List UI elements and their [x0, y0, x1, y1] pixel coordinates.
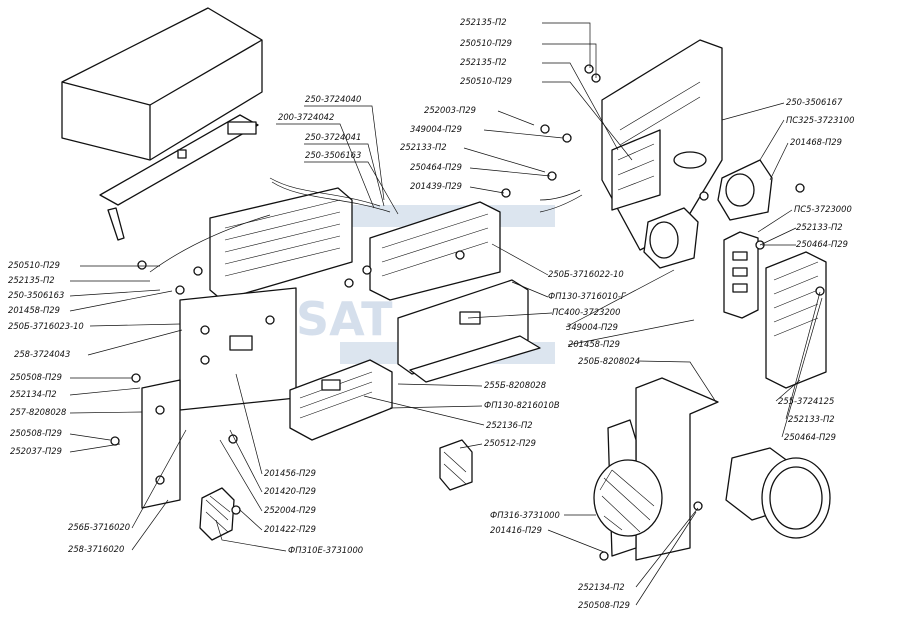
part-label: 258-3716020	[68, 544, 124, 554]
part-label: 256Б-3716020	[68, 522, 130, 532]
part-label: 250510-П29	[460, 76, 512, 86]
part-label: 201416-П29	[490, 525, 542, 535]
labels-right: 252135-П2 250510-П29 252135-П2 250510-П2…	[460, 17, 854, 610]
part-label: 250-3724040	[305, 94, 361, 104]
labels-left: 250-3724040 200-3724042 250-3724041 250-…	[8, 94, 361, 456]
part-label: 201422-П29	[264, 524, 316, 534]
fog-lamp	[725, 447, 831, 539]
part-label: 200-3724042	[278, 112, 334, 122]
part-label: 250508-П29	[10, 428, 62, 438]
left-vertical-plate	[141, 379, 181, 509]
part-label: 250464-П29	[410, 162, 462, 172]
part-label: 252134-П2	[10, 389, 57, 399]
watermark-text: SAT	[296, 292, 393, 346]
part-label: 349004-П29	[566, 322, 618, 332]
part-label: 201468-П29	[790, 137, 842, 147]
center-lamp-housing	[397, 279, 541, 383]
battery-box	[61, 7, 263, 241]
part-label: 255-3724125	[778, 396, 834, 406]
part-label: 201458-П29	[568, 339, 620, 349]
left-reflector	[199, 487, 235, 541]
part-label: 252133-П2	[788, 414, 835, 424]
part-label: 250508-П29	[10, 372, 62, 382]
part-label: 250464-П29	[784, 432, 836, 442]
part-label: 252135-П2	[8, 275, 55, 285]
left-mounting-bracket	[179, 187, 353, 411]
leader-lines	[69, 22, 823, 606]
part-label: 257-8208028	[10, 407, 66, 417]
part-label: 250Б-3716022-10	[548, 269, 624, 279]
part-label: 250464-П29	[796, 239, 848, 249]
part-label: 255Б-8208028	[484, 380, 546, 390]
part-label: 252133-П2	[796, 222, 843, 232]
part-label: 252135-П2	[460, 17, 507, 27]
part-label: 250Б-3716023-10	[8, 321, 84, 331]
part-label: 250508-П29	[578, 600, 630, 610]
socket-connector	[717, 159, 773, 221]
labels-center: 252003-П29 349004-П29 252133-П2 250464-П…	[400, 105, 627, 448]
part-label: 250-3506167	[786, 97, 843, 107]
part-label: 252135-П2	[460, 57, 507, 67]
part-label: 250510-П29	[8, 260, 60, 270]
part-label: 252134-П2	[578, 582, 625, 592]
part-label: 201456-П29	[264, 468, 316, 478]
part-label: 250-3724041	[305, 132, 361, 142]
part-label: ПС5-3723000	[794, 204, 852, 214]
left-tail-lamp	[289, 359, 393, 441]
part-label: 250510-П29	[460, 38, 512, 48]
part-label: 250Б-8208024	[578, 356, 640, 366]
part-label: 349004-П29	[410, 124, 462, 134]
part-label: 201439-П29	[410, 181, 462, 191]
part-label: 252004-П29	[264, 505, 316, 515]
part-label: 250-3506163	[305, 150, 361, 160]
part-label: ПС400-3723200	[552, 307, 620, 317]
part-label: 250-3506163	[8, 290, 64, 300]
part-label: 201458-П29	[8, 305, 60, 315]
part-label: ФП130-8216010В	[484, 400, 560, 410]
center-reflector	[439, 439, 473, 491]
center-upper-bracket	[369, 201, 501, 301]
fasteners	[110, 64, 825, 561]
plug-connector	[643, 207, 699, 269]
part-label: 250512-П29	[484, 438, 536, 448]
part-label: ФП316-3731000	[490, 510, 560, 520]
part-label: 258-3724043	[14, 349, 70, 359]
part-label: 252037-П29	[10, 446, 62, 456]
labels-bottom: 256Б-3716020 258-3716020 201456-П29 2014…	[68, 468, 363, 555]
part-label: 201420-П29	[264, 486, 316, 496]
round-reflector	[593, 459, 663, 537]
part-label: ФП310Е-3731000	[288, 545, 363, 555]
part-label: 252003-П29	[424, 105, 476, 115]
part-label: 252133-П2	[400, 142, 447, 152]
part-label: 252136-П2	[486, 420, 533, 430]
right-side-lamp	[765, 251, 827, 389]
part-label: ПС325-3723100	[786, 115, 854, 125]
part-label: ФП130-3716010-Г	[548, 291, 627, 301]
fuse-block	[723, 231, 759, 319]
